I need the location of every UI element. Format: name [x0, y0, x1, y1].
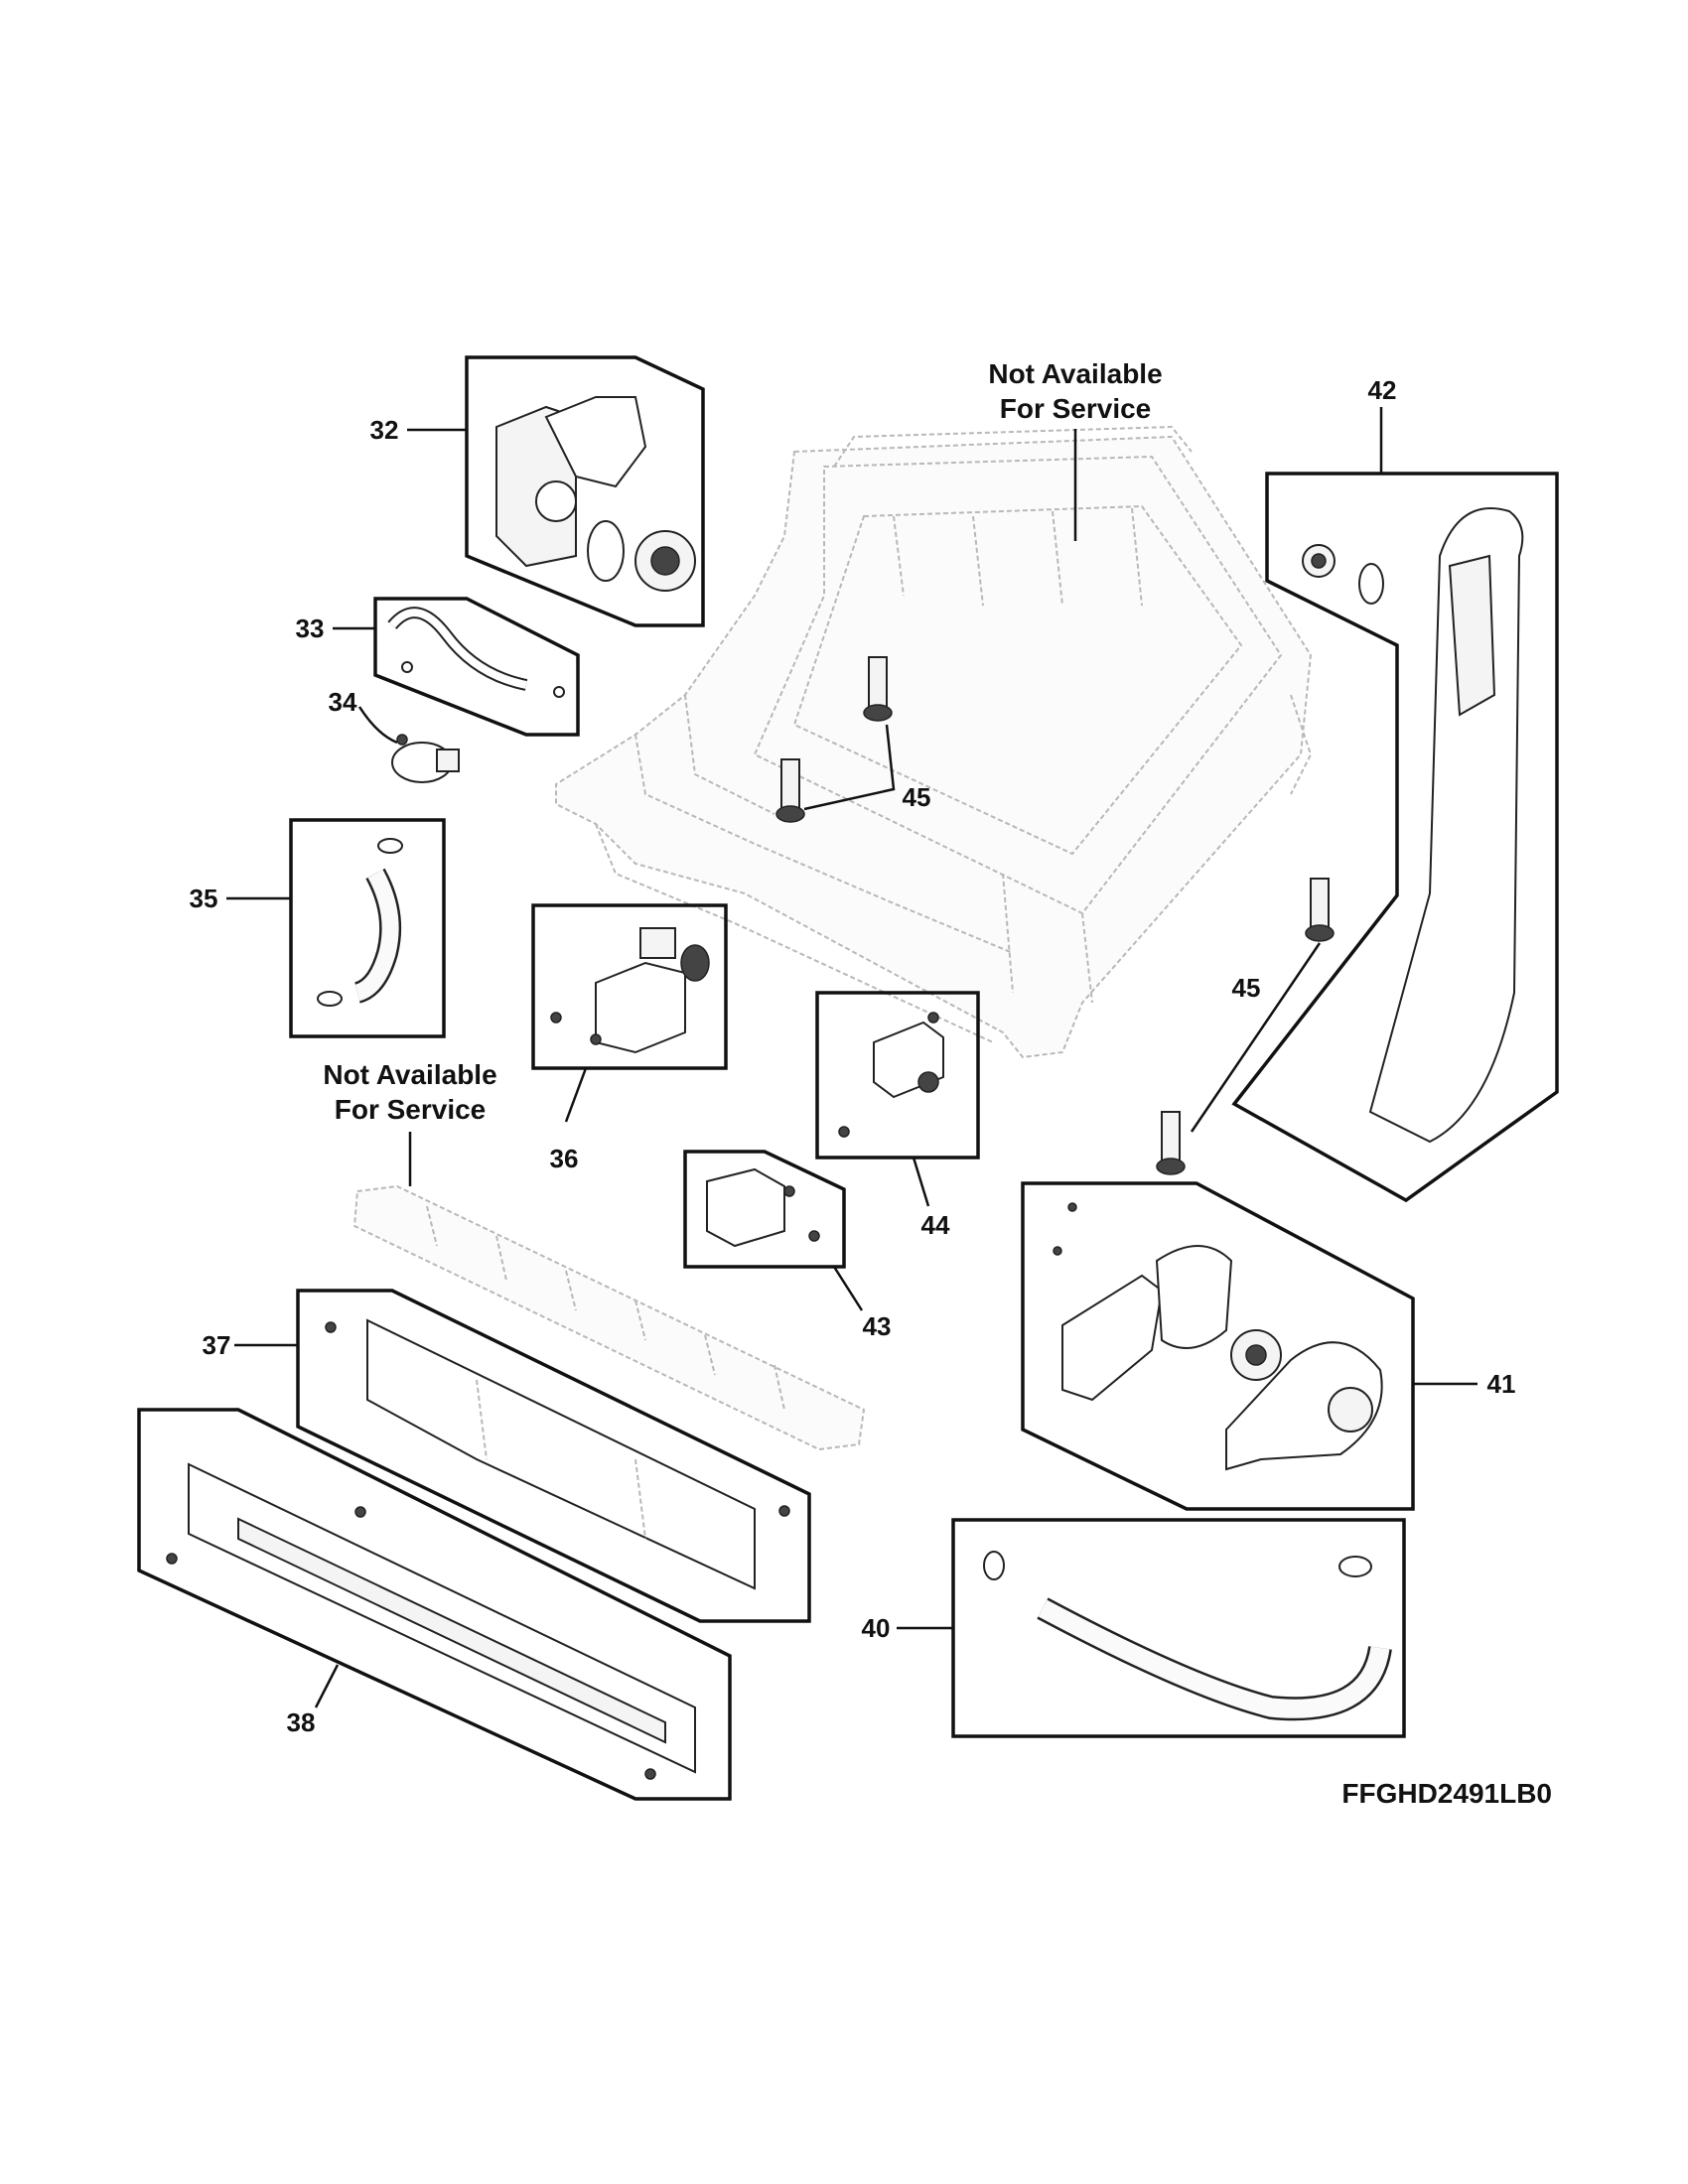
callout-32: 32 — [370, 415, 399, 445]
callout-35: 35 — [190, 884, 218, 913]
toe-kick-grille-ghost — [352, 1184, 866, 1451]
not-available-label-1-line1: Not Available — [988, 358, 1162, 389]
leader-34 — [357, 706, 398, 745]
part-33-group: 33 — [296, 597, 580, 737]
part-36-group: 36 — [531, 903, 728, 1173]
part-40-group: 40 — [862, 1518, 1406, 1738]
part-38-group: 38 — [137, 1408, 732, 1801]
part-43-box — [683, 1150, 846, 1269]
not-available-label-2-line1: Not Available — [323, 1059, 496, 1090]
callout-40: 40 — [862, 1613, 891, 1643]
part-41-group: 41 — [1021, 1181, 1516, 1511]
part-33-box — [373, 597, 580, 737]
part-34-group: 34 — [329, 687, 460, 783]
callout-44: 44 — [921, 1210, 950, 1240]
part-42-group: 42 — [1231, 375, 1559, 1203]
callout-41: 41 — [1487, 1369, 1516, 1399]
callout-34: 34 — [329, 687, 357, 717]
callout-36: 36 — [550, 1144, 579, 1173]
part-43-group: 43 — [683, 1150, 892, 1341]
leader-44 — [912, 1157, 930, 1207]
not-available-label-2-line2: For Service — [335, 1094, 487, 1125]
callout-37: 37 — [203, 1330, 231, 1360]
part-35-group: 35 — [190, 818, 446, 1038]
tub-base-frame — [555, 425, 1313, 1059]
leader-38 — [314, 1664, 340, 1708]
callout-42: 42 — [1368, 375, 1397, 405]
part-37-box — [296, 1289, 811, 1623]
model-number: FFGHD2491LB0 — [1341, 1778, 1552, 1809]
part-37-group: 37 — [203, 1289, 811, 1623]
part-44-group: 44 — [815, 991, 980, 1240]
part-38-box — [137, 1408, 732, 1801]
part-32-group: 32 — [370, 355, 705, 627]
part-35-box — [289, 818, 446, 1038]
part-36-box — [531, 903, 728, 1070]
part-41-box — [1021, 1181, 1415, 1511]
callout-45-upper: 45 — [903, 782, 931, 812]
not-available-label-1-line2: For Service — [1000, 393, 1152, 424]
leader-43 — [832, 1266, 864, 1311]
part-42-box — [1231, 472, 1559, 1203]
leader-36 — [564, 1067, 588, 1123]
callout-45-lower: 45 — [1232, 973, 1261, 1003]
part-45-upper-group: 45 — [775, 656, 931, 823]
part-45-lower-group: 45 — [1156, 878, 1335, 1175]
callout-43: 43 — [863, 1311, 892, 1341]
callout-33: 33 — [296, 614, 325, 643]
part-44-box — [815, 991, 980, 1160]
callout-38: 38 — [287, 1707, 316, 1737]
part-32-box — [465, 355, 705, 627]
leader-45b — [1190, 942, 1322, 1133]
leader-45a — [803, 724, 896, 811]
